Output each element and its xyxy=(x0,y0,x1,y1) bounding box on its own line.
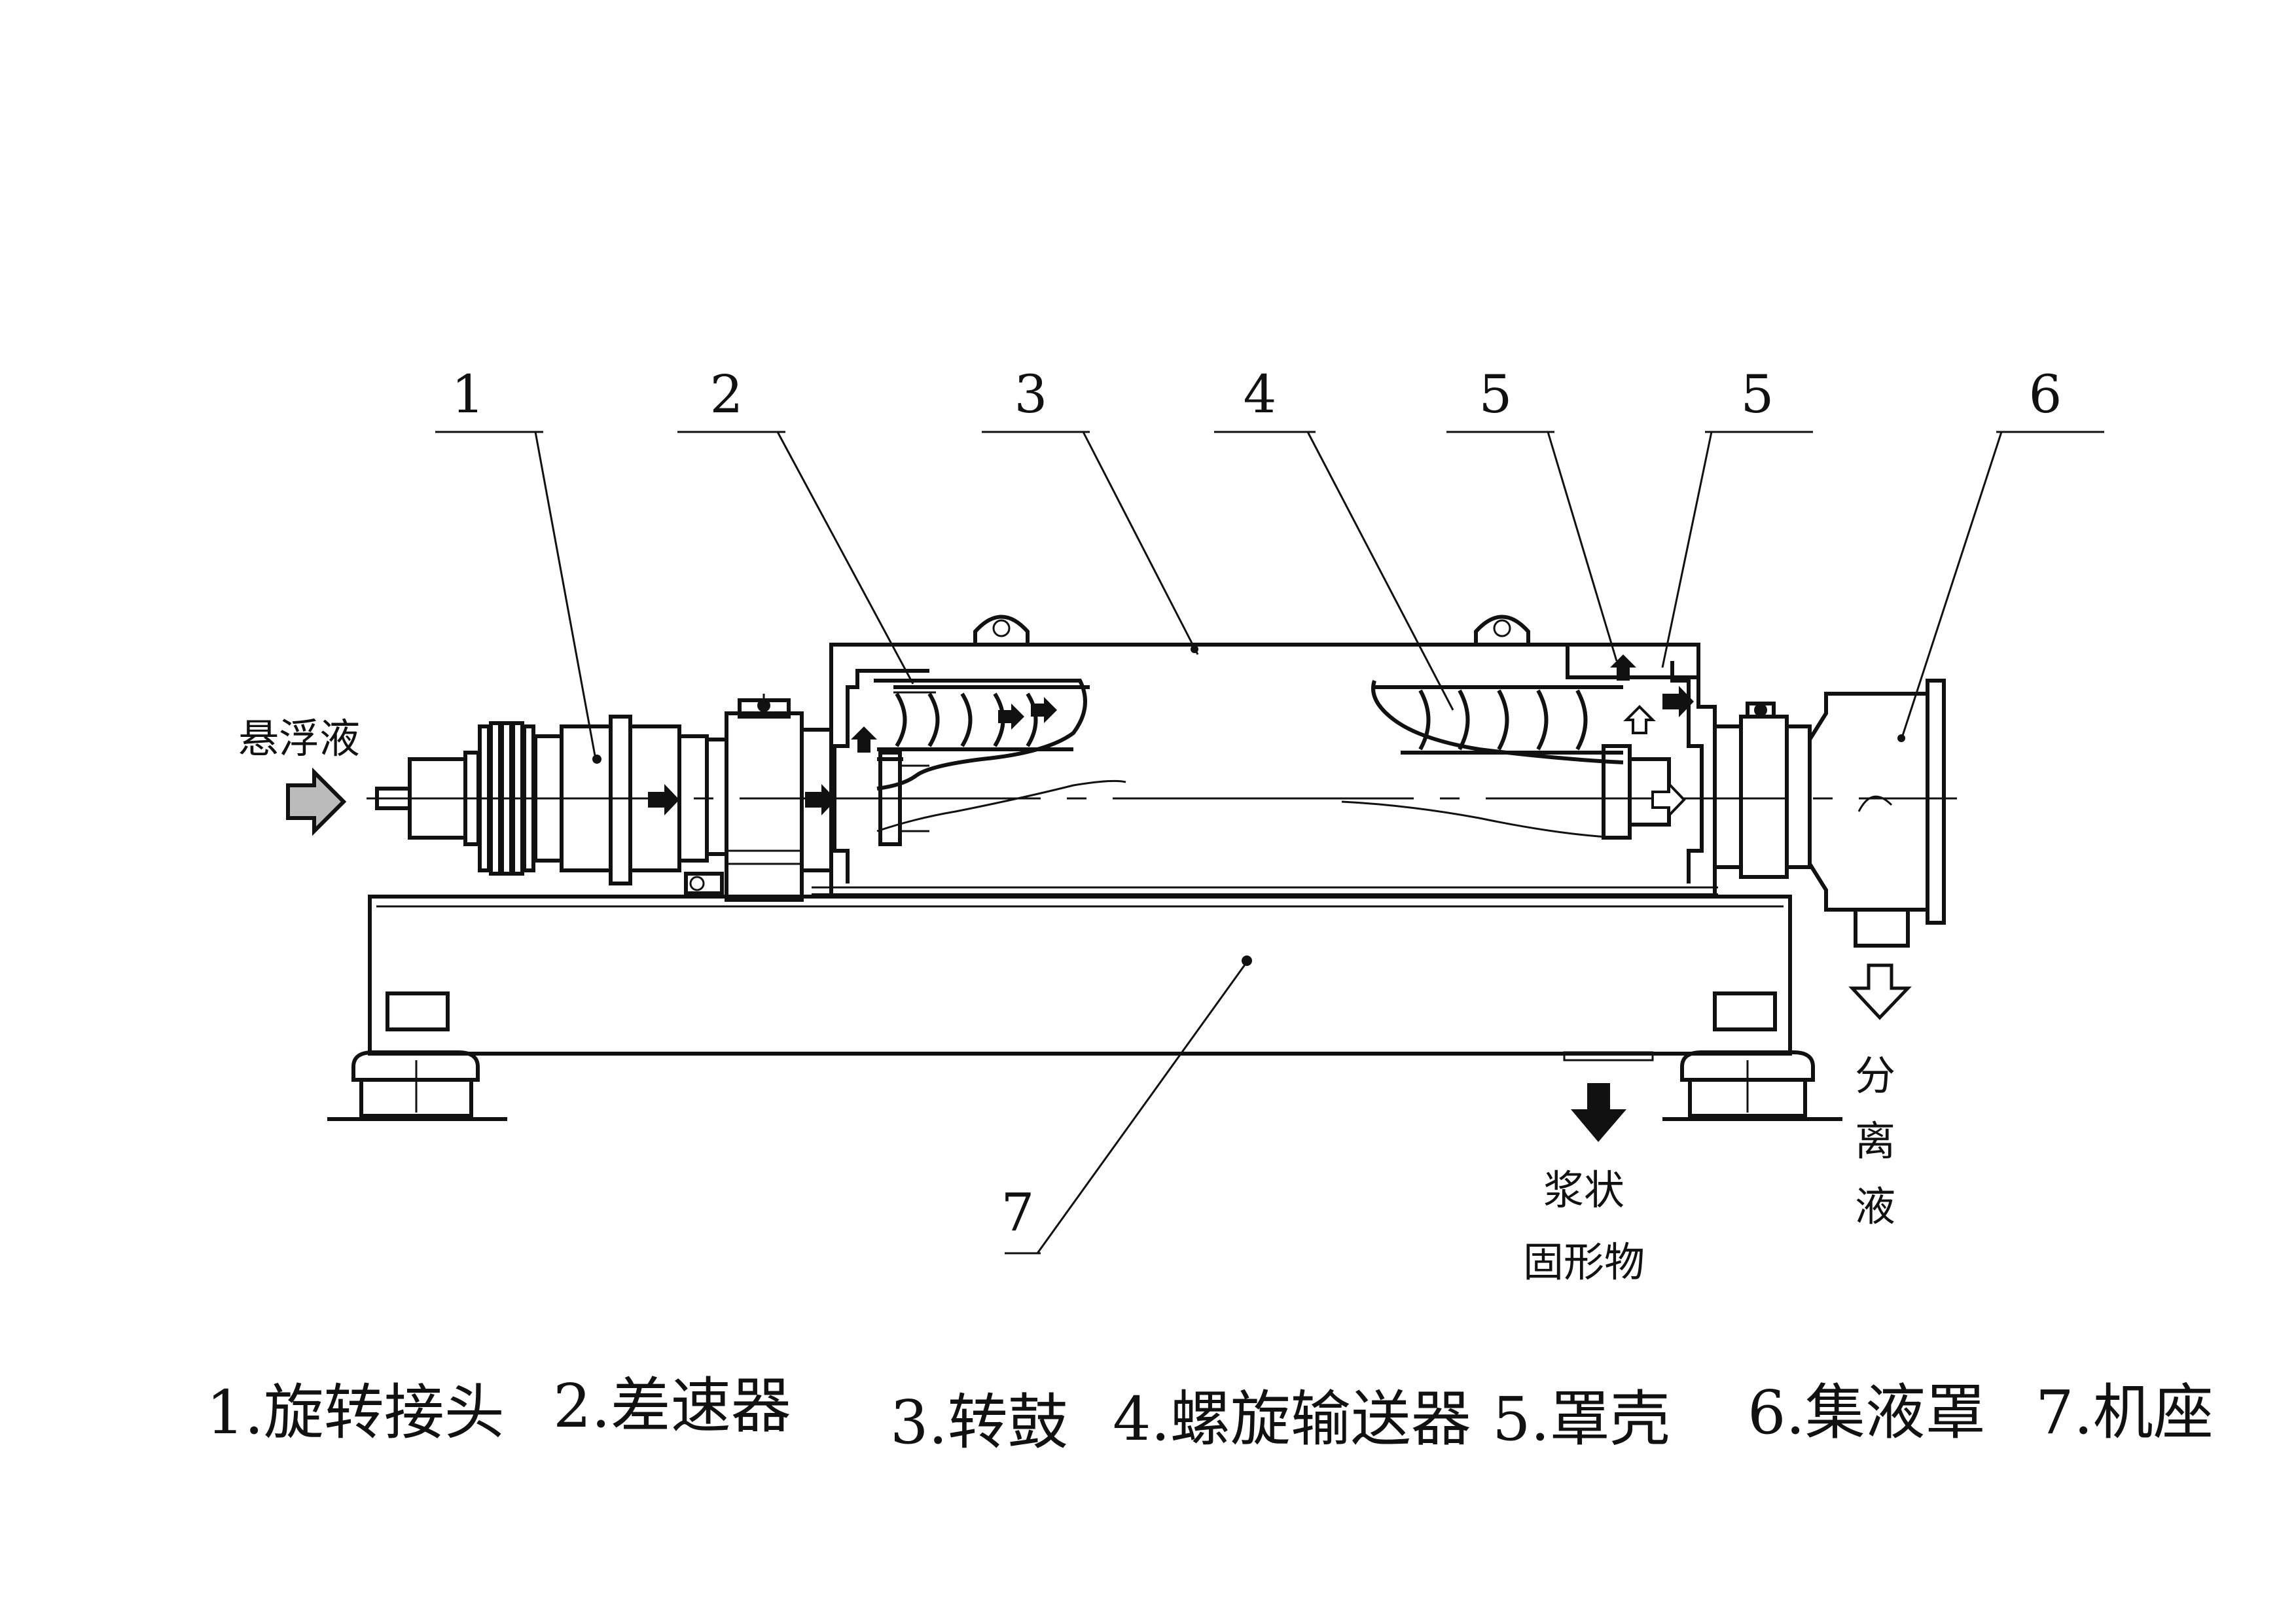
liquid-arrow-icon xyxy=(1651,781,1686,819)
flow-arrow-icon xyxy=(1662,686,1694,717)
callout-3: 3 xyxy=(1014,364,1048,425)
machine-base xyxy=(327,895,1842,1121)
callout-6: 6 xyxy=(2029,364,2062,425)
callout-leaders: 1 2 3 4 5 5 6 7 xyxy=(435,364,2104,1255)
callout-2: 2 xyxy=(710,364,744,425)
legend-item-1: 1.旋转接头 xyxy=(206,1378,505,1448)
callout-1: 1 xyxy=(452,364,485,425)
liquid-collector xyxy=(1713,679,1946,948)
slurry-solids-label: 浆状 固形物 xyxy=(1523,1166,1645,1286)
callout-7: 7 xyxy=(1001,1182,1035,1243)
legend-item-6: 6.集液罩 xyxy=(1748,1378,1986,1448)
legend-item-5: 5.罩壳 xyxy=(1492,1384,1670,1454)
flow-arrow-icon xyxy=(648,784,679,815)
parts-legend: 1.旋转接头 2.差速器 3.转鼓 4.螺旋输送器 5.罩壳 6.集液罩 7.机… xyxy=(206,1371,2214,1457)
svg-text:浆状: 浆状 xyxy=(1543,1166,1624,1214)
separated-liquid-label: 分 离 液 xyxy=(1855,1052,1895,1230)
legend-item-2: 2.差速器 xyxy=(553,1371,791,1441)
legend-item-4: 4.螺旋输送器 xyxy=(1113,1384,1471,1454)
callout-4: 4 xyxy=(1244,364,1277,425)
feed-arrow-icon xyxy=(286,767,347,836)
liquid-out-arrow-icon xyxy=(1848,963,1912,1020)
svg-text:分: 分 xyxy=(1855,1052,1895,1099)
svg-text:固形物: 固形物 xyxy=(1523,1238,1645,1286)
svg-text:离: 离 xyxy=(1855,1117,1895,1165)
flow-arrow-icon xyxy=(998,704,1024,730)
feed-label: 悬浮液 xyxy=(238,715,360,762)
svg-text:液: 液 xyxy=(1855,1183,1895,1230)
flow-arrows xyxy=(286,654,1912,1142)
flow-arrow-icon xyxy=(1031,697,1057,723)
legend-item-7: 7.机座 xyxy=(2036,1378,2214,1448)
callout-5a: 5 xyxy=(1479,364,1513,425)
liquid-arrow-icon xyxy=(1623,705,1656,734)
flow-arrow-icon xyxy=(851,726,877,753)
rotary-joint xyxy=(375,715,709,885)
bowl-and-screw xyxy=(367,679,1957,846)
flow-arrow-icon xyxy=(805,784,836,815)
solids-arrow-icon xyxy=(1571,1083,1626,1142)
callout-5b: 5 xyxy=(1741,364,1774,425)
casing-hood xyxy=(812,615,1718,897)
flow-arrow-icon xyxy=(1610,654,1636,681)
legend-item-3: 3.转鼓 xyxy=(890,1387,1068,1457)
